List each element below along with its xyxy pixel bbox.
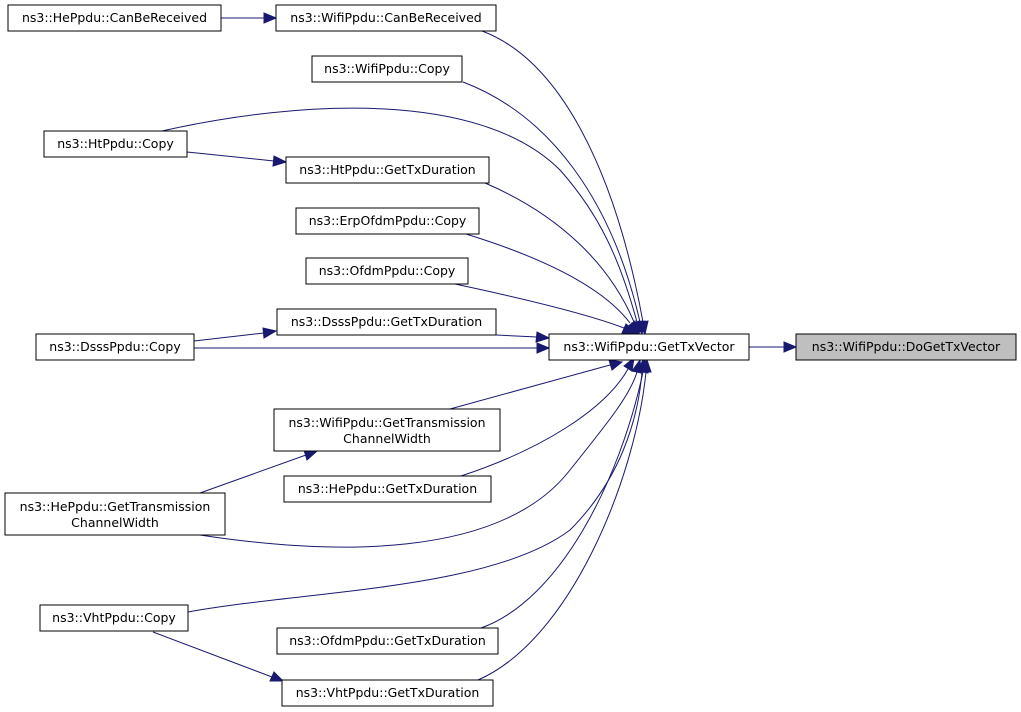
edge-he-txduration-to-gettxvector (460, 356, 635, 477)
node-label: ns3::HePpdu::CanBeReceived (22, 10, 207, 25)
node-wifi-canbereceived[interactable]: ns3::WifiPpdu::CanBeReceived (275, 4, 497, 32)
node-label: ns3::DsssPpdu::GetTxDuration (291, 314, 482, 329)
node-label-line1: ns3::WifiPpdu::GetTransmission (288, 415, 485, 430)
node-dogettxvector[interactable]: ns3::WifiPpdu::DoGetTxVector (795, 333, 1017, 361)
node-label: ns3::OfdmPpdu::GetTxDuration (289, 633, 486, 648)
node-label-line2: ChannelWidth (71, 515, 159, 530)
nodes: ns3::HePpdu::CanBeReceived ns3::WifiPpdu… (4, 4, 1017, 707)
node-ofdm-txduration[interactable]: ns3::OfdmPpdu::GetTxDuration (276, 627, 499, 655)
edges (152, 12, 798, 682)
edge-ht-copy-to-ht-txduration (186, 151, 288, 167)
node-label: ns3::DsssPpdu::Copy (49, 339, 181, 354)
node-vht-copy[interactable]: ns3::VhtPpdu::Copy (39, 604, 189, 632)
node-gettxvector[interactable]: ns3::WifiPpdu::GetTxVector (548, 333, 750, 361)
node-label: ns3::VhtPpdu::Copy (52, 610, 176, 625)
node-label-line1: ns3::HePpdu::GetTransmission (20, 499, 211, 514)
node-wifi-gettransmissionchannelwidth[interactable]: ns3::WifiPpdu::GetTransmission ChannelWi… (273, 408, 501, 452)
edge-dsss-copy-to-gettxvector (194, 342, 551, 354)
edge-vht-copy-to-vht-txduration (152, 631, 285, 682)
node-label: ns3::HePpdu::GetTxDuration (298, 481, 477, 496)
node-erpofdm-copy[interactable]: ns3::ErpOfdmPpdu::Copy (295, 207, 480, 235)
node-wifi-copy[interactable]: ns3::WifiPpdu::Copy (311, 55, 463, 83)
edge-wifi-gettcw-to-gettxvector (449, 359, 624, 410)
node-label: ns3::HtPpdu::Copy (57, 136, 174, 151)
node-he-canbereceived[interactable]: ns3::HePpdu::CanBeReceived (7, 4, 222, 32)
node-label: ns3::WifiPpdu::DoGetTxVector (812, 339, 1001, 354)
node-he-gettransmissionchannelwidth[interactable]: ns3::HePpdu::GetTransmission ChannelWidt… (4, 492, 226, 536)
edge-wifi-canbereceived-to-gettxvector (481, 30, 649, 336)
node-label: ns3::WifiPpdu::CanBeReceived (290, 10, 481, 25)
node-vht-txduration[interactable]: ns3::VhtPpdu::GetTxDuration (281, 679, 494, 707)
node-ht-copy[interactable]: ns3::HtPpdu::Copy (43, 130, 188, 158)
edge-dsss-txduration-to-gettxvector (495, 331, 551, 343)
edge-he-gettcw-to-gettxvector (199, 358, 642, 548)
node-ofdm-copy[interactable]: ns3::OfdmPpdu::Copy (305, 257, 469, 285)
node-label: ns3::WifiPpdu::GetTxVector (563, 339, 735, 354)
edge-dsss-copy-to-dsss-txduration (193, 327, 278, 342)
node-label: ns3::ErpOfdmPpdu::Copy (309, 213, 467, 228)
node-label: ns3::VhtPpdu::GetTxDuration (296, 685, 480, 700)
edge-gettxvector-to-dogettxvector (749, 341, 798, 353)
node-he-txduration[interactable]: ns3::HePpdu::GetTxDuration (283, 475, 492, 503)
node-label: ns3::WifiPpdu::Copy (324, 61, 450, 76)
node-label-line2: ChannelWidth (343, 431, 431, 446)
node-dsss-txduration[interactable]: ns3::DsssPpdu::GetTxDuration (276, 308, 497, 336)
edge-wifi-copy-to-gettxvector (462, 81, 646, 336)
node-label: ns3::HtPpdu::GetTxDuration (299, 162, 475, 177)
edge-he-canbereceived-to-wifi-canbereceived (221, 12, 278, 24)
edge-vht-txduration-to-gettxvector (477, 358, 652, 681)
node-label: ns3::OfdmPpdu::Copy (319, 263, 456, 278)
node-dsss-copy[interactable]: ns3::DsssPpdu::Copy (35, 333, 195, 361)
node-ht-txduration[interactable]: ns3::HtPpdu::GetTxDuration (285, 156, 490, 184)
edge-ofdm-copy-to-gettxvector (454, 283, 638, 334)
